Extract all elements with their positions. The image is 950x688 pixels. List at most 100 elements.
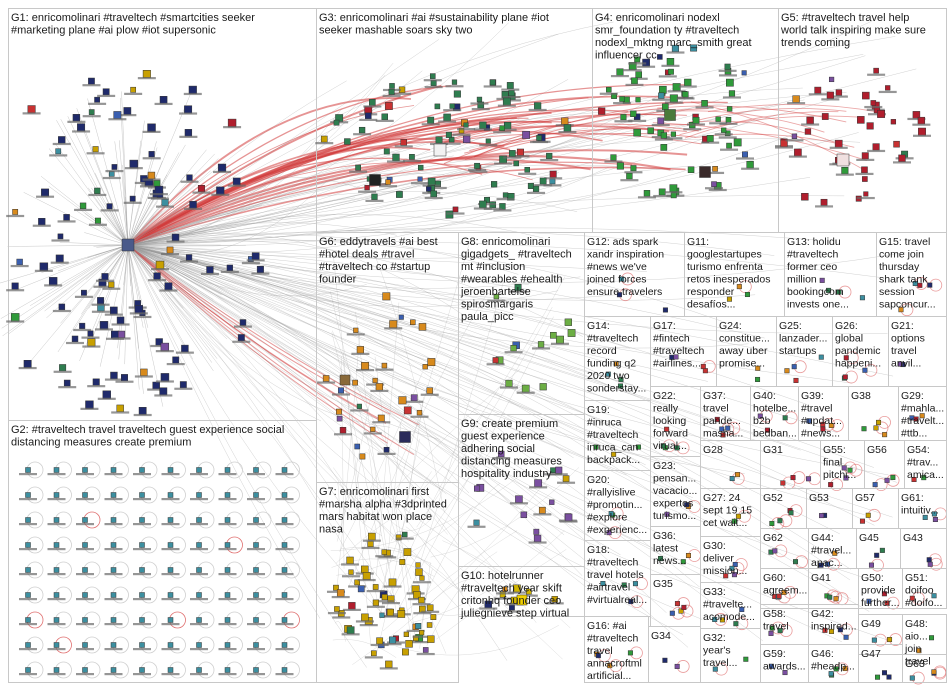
node[interactable] [82, 542, 88, 548]
node[interactable] [361, 362, 370, 370]
node[interactable] [381, 113, 388, 121]
node[interactable] [196, 467, 202, 473]
node[interactable] [385, 179, 391, 185]
node[interactable] [768, 663, 774, 669]
node[interactable] [417, 176, 423, 182]
node[interactable] [354, 579, 360, 586]
node[interactable] [383, 148, 390, 155]
node[interactable] [607, 663, 613, 669]
node[interactable] [58, 303, 66, 311]
node[interactable] [400, 139, 407, 146]
node[interactable] [635, 71, 643, 78]
node[interactable] [546, 152, 553, 160]
node[interactable] [606, 86, 612, 93]
node[interactable] [843, 355, 849, 361]
node[interactable] [59, 364, 67, 372]
node[interactable] [834, 139, 843, 148]
node[interactable] [365, 112, 372, 120]
node[interactable] [485, 138, 491, 144]
node[interactable] [154, 185, 164, 195]
node[interactable] [382, 292, 391, 301]
node[interactable] [757, 413, 763, 419]
node[interactable] [381, 549, 388, 555]
node[interactable] [726, 78, 734, 87]
node[interactable] [555, 335, 564, 344]
node[interactable] [702, 368, 708, 374]
hub-node-g4-secondary[interactable] [699, 166, 711, 178]
node[interactable] [320, 135, 328, 143]
node[interactable] [435, 136, 443, 144]
node[interactable] [866, 598, 872, 604]
node[interactable] [55, 254, 64, 263]
node[interactable] [719, 426, 725, 432]
node[interactable] [882, 432, 888, 438]
node[interactable] [389, 636, 397, 644]
node[interactable] [919, 413, 925, 419]
node[interactable] [338, 387, 344, 394]
node[interactable] [818, 354, 824, 360]
node[interactable] [161, 199, 169, 207]
node[interactable] [402, 531, 408, 538]
node[interactable] [563, 124, 572, 132]
node[interactable] [647, 127, 654, 134]
node[interactable] [25, 567, 31, 573]
node[interactable] [23, 360, 32, 368]
node[interactable] [253, 642, 259, 648]
node[interactable] [129, 159, 139, 169]
node[interactable] [171, 233, 180, 242]
hub-node-g6-secondary[interactable] [339, 374, 351, 386]
node[interactable] [784, 368, 790, 374]
node[interactable] [348, 569, 354, 575]
node[interactable] [196, 542, 202, 548]
node[interactable] [418, 323, 427, 331]
node[interactable] [724, 63, 731, 70]
node[interactable] [870, 100, 877, 106]
node[interactable] [476, 96, 483, 103]
node[interactable] [628, 599, 634, 605]
node[interactable] [701, 100, 708, 107]
node[interactable] [185, 254, 193, 261]
node[interactable] [769, 625, 775, 631]
node[interactable] [25, 617, 31, 623]
node[interactable] [155, 260, 165, 270]
node[interactable] [352, 379, 358, 386]
node[interactable] [836, 289, 842, 295]
node[interactable] [419, 630, 425, 636]
node[interactable] [726, 296, 732, 302]
node[interactable] [613, 361, 619, 367]
node[interactable] [361, 565, 369, 574]
node[interactable] [726, 142, 732, 149]
hub-node-g6[interactable] [399, 431, 411, 443]
node[interactable] [911, 477, 917, 483]
node[interactable] [53, 542, 60, 548]
node[interactable] [859, 518, 865, 524]
node[interactable] [744, 292, 750, 298]
node[interactable] [627, 650, 633, 656]
node[interactable] [82, 517, 88, 523]
node[interactable] [224, 542, 231, 548]
node[interactable] [620, 114, 627, 121]
node[interactable] [788, 510, 794, 516]
node[interactable] [768, 630, 774, 636]
node[interactable] [392, 153, 400, 162]
node[interactable] [139, 667, 145, 673]
node[interactable] [253, 467, 259, 473]
node[interactable] [224, 667, 231, 673]
node[interactable] [657, 54, 663, 60]
node[interactable] [508, 89, 515, 97]
node[interactable] [82, 642, 88, 648]
node[interactable] [608, 511, 614, 517]
node[interactable] [434, 103, 441, 110]
node[interactable] [25, 517, 31, 523]
node[interactable] [422, 647, 429, 653]
node[interactable] [887, 637, 893, 643]
node[interactable] [129, 195, 136, 202]
node[interactable] [658, 92, 665, 99]
node[interactable] [25, 642, 31, 648]
node[interactable] [539, 177, 547, 185]
node[interactable] [353, 327, 359, 333]
node[interactable] [473, 485, 481, 492]
node[interactable] [521, 384, 530, 393]
node[interactable] [359, 453, 366, 460]
node[interactable] [510, 345, 517, 352]
